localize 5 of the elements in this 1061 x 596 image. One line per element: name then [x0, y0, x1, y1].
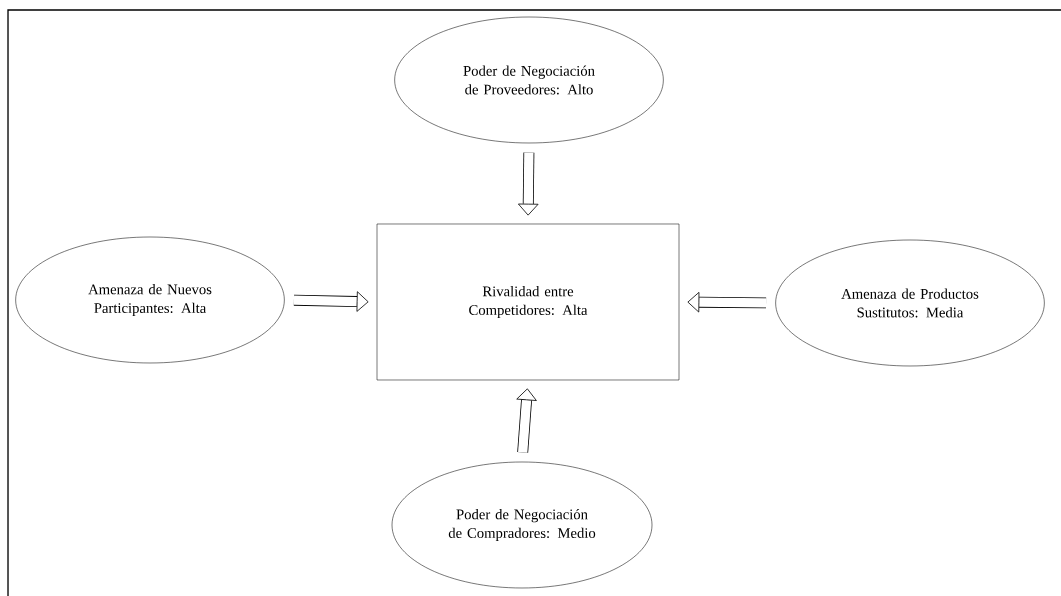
block-arrow: [516, 388, 537, 453]
block-arrow: [293, 291, 369, 312]
center-box: Rivalidad entre Competidores: Alta: [376, 223, 680, 381]
block-arrow: [518, 152, 539, 216]
block-arrow: [687, 291, 767, 313]
